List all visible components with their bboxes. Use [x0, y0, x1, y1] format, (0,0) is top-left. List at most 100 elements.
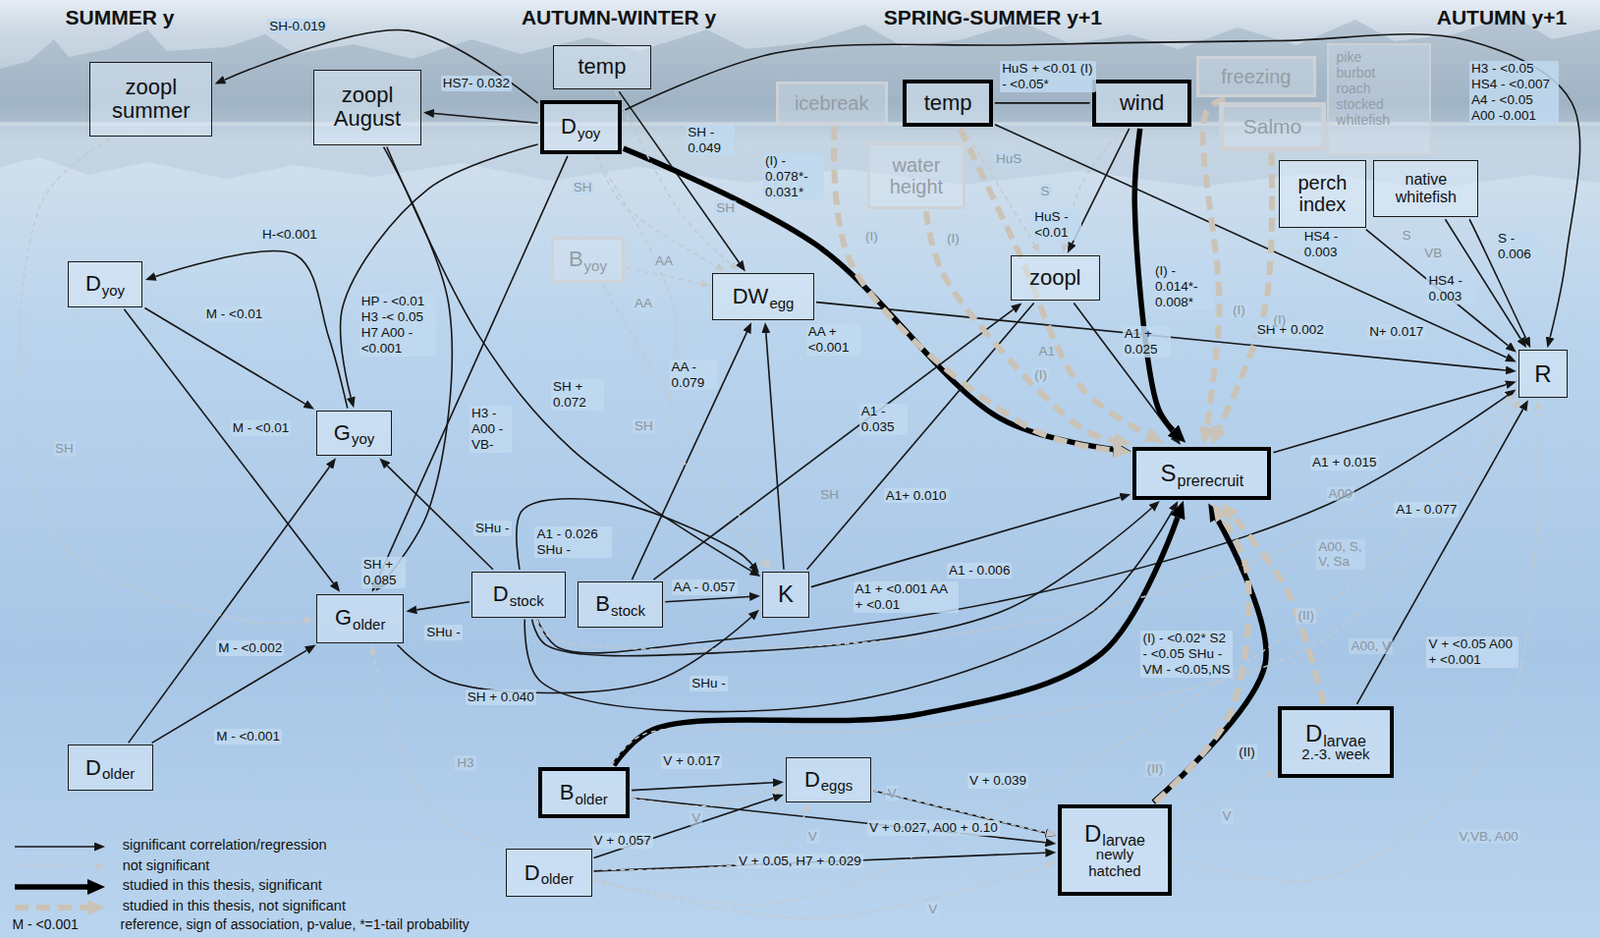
association-label: M - <0.001	[216, 728, 280, 744]
studied-not-significant-arrow	[926, 211, 1114, 442]
significant-arrow	[816, 302, 1506, 371]
significant-arrow	[623, 34, 1581, 338]
variable-box: DWegg	[712, 273, 815, 321]
association-label: SH + 0.002	[1257, 322, 1325, 337]
variable-name: water height	[889, 154, 944, 198]
text-row: R	[1534, 361, 1551, 387]
variable-name: B	[595, 591, 610, 616]
association-label: V	[887, 785, 897, 801]
studied-variable-box: Sprerecruit	[1132, 446, 1271, 500]
label-patch: AA - 0.079	[669, 359, 719, 391]
variable-subscript: stock	[610, 602, 646, 619]
legend-note: reference, sign of association, p-value,…	[120, 917, 470, 933]
label-patch: HS4 - 0.003	[1302, 228, 1352, 261]
label-patch: A1 - 0.077	[1393, 501, 1459, 518]
label-patch: (I)	[1032, 367, 1049, 384]
label-patch: SH	[632, 418, 656, 435]
association-label: V + 0.057	[594, 832, 652, 848]
label-patch: HuS	[993, 151, 1024, 167]
text-row: freezing	[1220, 65, 1291, 88]
text-row: icebreak	[794, 92, 870, 114]
variable-name: pike burbot roach stocked whitefish	[1336, 49, 1398, 128]
text-row: zoopl August	[321, 83, 414, 131]
label-patch: SH - 0.049	[685, 124, 735, 157]
legend-text: not significant	[122, 858, 211, 875]
text-row: Dyoy	[85, 272, 125, 296]
association-label: V	[691, 810, 701, 826]
label-patch: AA + <0.001	[806, 324, 862, 356]
association-label: HuS	[995, 151, 1022, 166]
variable-name: D	[1305, 719, 1323, 747]
association-label: (I) - <0.02* S2 - <0.05 SHu - VM - <0.05…	[1142, 630, 1230, 677]
text-row: zoopl summer	[97, 75, 205, 123]
association-label: SHu -	[426, 624, 461, 640]
label-patch: H3 - A00 - VB-	[469, 405, 512, 453]
significant-arrow	[516, 498, 753, 570]
not-significant-label: S	[1401, 228, 1411, 244]
not-significant-label: SH	[820, 488, 839, 503]
text-row: Gyoy	[333, 421, 375, 445]
text-row: Deggs	[804, 768, 853, 792]
label-patch: SH + 0.085	[361, 556, 407, 589]
variable-box: Gyoy	[316, 410, 392, 457]
label-patch: H3 - <0.05 HS4 - <0.007 A4 - <0.05 A00 -…	[1469, 60, 1559, 123]
association-label: H-<0.001	[262, 226, 318, 242]
association-label: V + 0.039	[969, 772, 1027, 788]
association-label: S - 0.006	[1497, 230, 1532, 262]
variable-subscript: yoy	[584, 257, 607, 275]
label-patch: H-<0.001	[260, 226, 320, 243]
not-significant-arrow	[631, 791, 774, 807]
association-label: V + <0.05 A00 + <0.001	[1428, 636, 1513, 667]
label-patch: H3	[454, 755, 476, 772]
label-patch: A1 - 0.026 SHu -	[534, 526, 612, 558]
season-heading: AUTUMN-WINTER y	[521, 5, 717, 29]
variable-box: perch index	[1278, 160, 1367, 228]
season-heading: SUMMER y	[64, 5, 174, 29]
variable-subscript: eggs	[821, 776, 854, 794]
association-label: HS4 - 0.003	[1304, 228, 1339, 260]
variable-name: temp	[577, 54, 626, 79]
association-label: HS7- 0.032	[442, 75, 510, 91]
significant-arrow	[618, 91, 739, 263]
legend-text: studied in this thesis, not significant	[122, 898, 346, 915]
significant-arrow	[340, 144, 539, 398]
label-patch: V,VB, A00	[1457, 828, 1521, 845]
variable-name: icebreak	[794, 92, 870, 114]
variable-box: Dolder	[67, 744, 154, 791]
label-patch: SHu -	[424, 624, 463, 641]
association-label: V,VB, A00	[1459, 828, 1519, 844]
text-row: zoopl	[1029, 266, 1082, 290]
significant-arrow	[631, 782, 773, 791]
variable-name: D	[85, 755, 102, 780]
variable-box: Deggs	[785, 757, 872, 803]
not-significant-label: VB	[1424, 246, 1442, 262]
association-label: SH-0.019	[269, 18, 326, 34]
association-label: V	[928, 901, 938, 917]
label-patch: S	[1039, 183, 1052, 200]
text-row: water height	[877, 154, 956, 198]
legend-note: M - <0.001	[11, 917, 78, 933]
label-patch: SH-0.019	[267, 18, 328, 35]
association-label: SH + 0.040	[467, 689, 535, 705]
variable-name: DW	[732, 283, 770, 309]
label-patch: S - 0.006	[1495, 230, 1542, 263]
significant-arrow	[383, 147, 453, 584]
legend-text: studied in this thesis, significant	[122, 878, 323, 894]
not-significant-arrow	[602, 284, 766, 561]
association-label: M - <0.01	[232, 420, 289, 436]
variable-name: D	[493, 581, 509, 607]
association-label: M - <0.01	[206, 306, 263, 322]
label-patch: N+ 0.017	[1367, 324, 1426, 340]
variable-name: zoopl summer	[111, 74, 190, 123]
text-row: wind	[1119, 91, 1164, 115]
not-significant-label: A1	[1039, 344, 1056, 360]
variable-name: wind	[1119, 90, 1164, 115]
not-significant-arrow	[373, 654, 504, 849]
significant-arrow	[155, 251, 347, 409]
association-label: A00, V	[1350, 638, 1391, 654]
association-label: V + 0.017	[662, 753, 720, 769]
significant-arrow	[144, 308, 305, 405]
text-row: Dolder	[85, 756, 135, 780]
label-patch: SH + 0.040	[465, 689, 537, 706]
significant-arrow	[123, 309, 333, 584]
